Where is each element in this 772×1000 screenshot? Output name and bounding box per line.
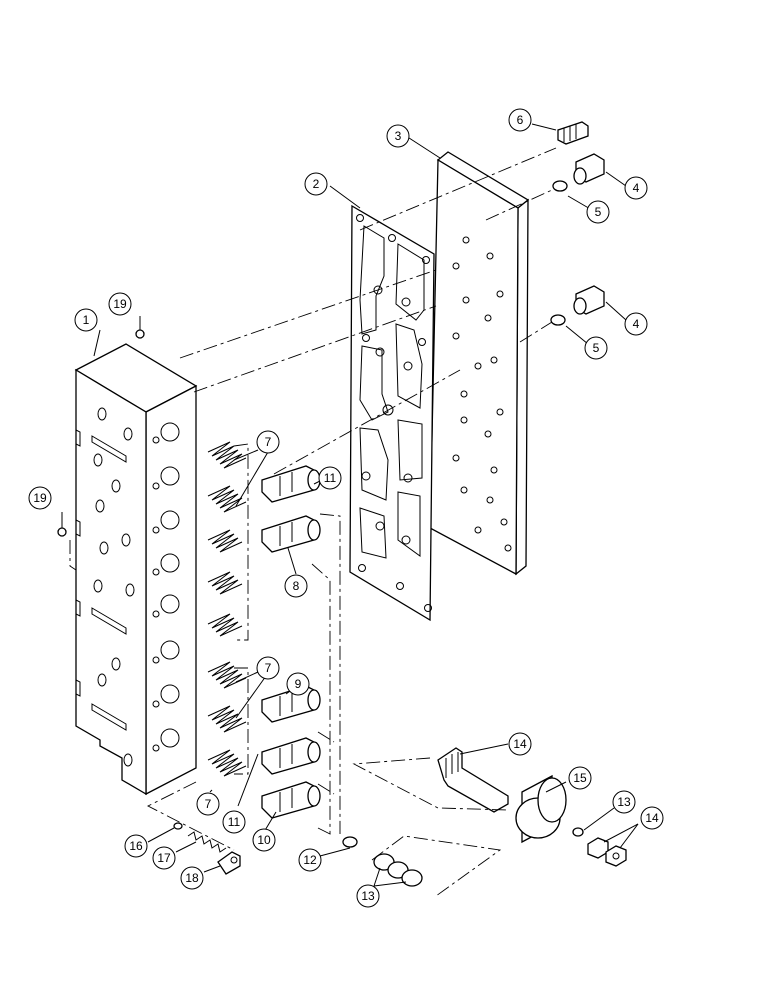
callout-14-upper-label: 14 xyxy=(513,737,527,751)
o-ring-5-upper xyxy=(552,180,568,192)
callout-3-label: 3 xyxy=(395,129,402,143)
callout-6: 6 xyxy=(508,108,532,132)
cylinder-15 xyxy=(515,774,567,844)
callout-1: 1 xyxy=(74,308,98,332)
callout-11-lower-label: 11 xyxy=(228,815,241,829)
plug-19-top xyxy=(135,329,145,339)
callout-19-side-label: 19 xyxy=(33,491,47,505)
callout-14-right-label: 14 xyxy=(645,811,659,825)
callout-7-upper: 7 xyxy=(256,430,280,454)
callout-5-upper: 5 xyxy=(586,200,610,224)
plug-18 xyxy=(217,851,241,875)
callout-19-top-label: 19 xyxy=(113,297,127,311)
callout-12: 12 xyxy=(298,848,322,872)
fitting-14-large xyxy=(437,747,509,813)
callout-13-lower: 13 xyxy=(356,884,380,908)
assembly-lines xyxy=(69,147,557,897)
callout-8-label: 8 xyxy=(293,579,300,593)
callout-10: 10 xyxy=(252,828,276,852)
callout-16: 16 xyxy=(124,834,148,858)
callout-6-label: 6 xyxy=(517,113,524,127)
callout-16-label: 16 xyxy=(129,839,143,853)
callout-4-upper: 4 xyxy=(624,176,648,200)
plug-19-side xyxy=(57,527,67,537)
callout-7-middle: 7 xyxy=(256,656,280,680)
callout-7-middle-label: 7 xyxy=(265,661,272,675)
callout-1-label: 1 xyxy=(83,313,90,327)
callout-14-right: 14 xyxy=(640,806,664,830)
callout-15: 15 xyxy=(568,766,592,790)
part-7-springs xyxy=(207,441,247,777)
callout-13-right-label: 13 xyxy=(617,795,631,809)
callout-3: 3 xyxy=(386,124,410,148)
nuts-14 xyxy=(587,837,627,867)
callout-18: 18 xyxy=(180,866,204,890)
part-3-plate xyxy=(429,151,530,576)
callout-11-lower: 11 xyxy=(222,810,246,834)
callout-14-upper: 14 xyxy=(508,732,532,756)
spool-valves xyxy=(261,465,321,819)
o-ring-5-lower xyxy=(550,314,566,326)
callout-19-top: 19 xyxy=(108,292,132,316)
callout-5-lower-label: 5 xyxy=(593,341,600,355)
callout-7-lower: 7 xyxy=(196,792,220,816)
callout-17-label: 17 xyxy=(157,851,171,865)
spring-17 xyxy=(187,831,227,853)
plug-4-lower xyxy=(573,285,605,315)
part-2-gasket xyxy=(349,204,435,622)
callout-12-label: 12 xyxy=(303,853,317,867)
callout-2: 2 xyxy=(304,172,328,196)
callout-18-label: 18 xyxy=(185,871,199,885)
callout-19-side: 19 xyxy=(28,486,52,510)
callout-17: 17 xyxy=(152,846,176,870)
callout-11-upper-label: 11 xyxy=(324,471,337,485)
callout-13-right: 13 xyxy=(612,790,636,814)
callout-9-label: 9 xyxy=(295,677,302,691)
callout-10-label: 10 xyxy=(257,833,271,847)
callout-5-lower: 5 xyxy=(584,336,608,360)
callout-9: 9 xyxy=(286,672,310,696)
callout-4-lower: 4 xyxy=(624,312,648,336)
part-1-valve-body xyxy=(74,343,198,796)
ring-12 xyxy=(342,836,358,848)
ring-16 xyxy=(173,822,183,830)
callout-2-label: 2 xyxy=(313,177,320,191)
callout-8: 8 xyxy=(284,574,308,598)
callout-5-upper-label: 5 xyxy=(595,205,602,219)
plug-4-upper xyxy=(573,153,605,185)
callout-4-upper-label: 4 xyxy=(633,181,640,195)
callout-4-lower-label: 4 xyxy=(633,317,640,331)
o-ring-13-small xyxy=(572,827,584,837)
o-rings-13 xyxy=(373,853,423,887)
callout-7-lower-label: 7 xyxy=(205,797,212,811)
callout-11-upper: 11 xyxy=(318,466,342,490)
callout-15-label: 15 xyxy=(573,771,587,785)
callout-13-lower-label: 13 xyxy=(361,889,375,903)
bolt-6 xyxy=(557,121,589,145)
callout-7-upper-label: 7 xyxy=(265,435,272,449)
